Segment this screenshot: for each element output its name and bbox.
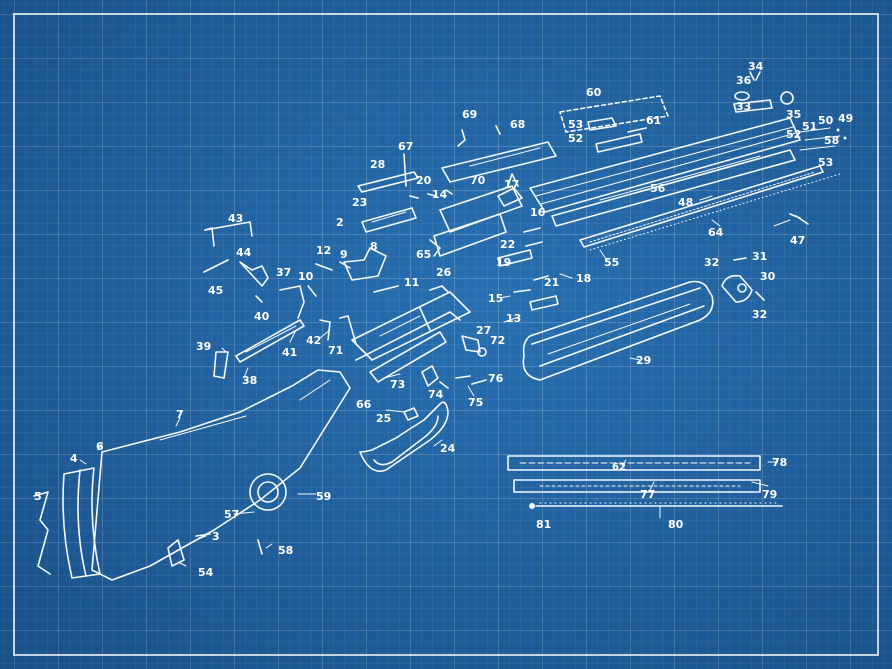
callout-68: 68 xyxy=(510,118,525,131)
callout-53-top: 53 xyxy=(568,118,583,131)
callout-32-lower: 32 xyxy=(752,308,767,321)
buttstock xyxy=(33,369,351,581)
callout-43: 43 xyxy=(228,212,243,225)
callout-2: 2 xyxy=(336,216,344,229)
callout-58: 58 xyxy=(824,134,839,147)
callout-5: 5 xyxy=(34,490,42,503)
callout-75: 75 xyxy=(468,396,483,409)
callout-44: 44 xyxy=(236,246,252,259)
callout-76: 76 xyxy=(488,372,504,385)
lever-and-trigger-guard xyxy=(359,365,487,472)
callout-55: 55 xyxy=(604,256,619,269)
callout-20: 20 xyxy=(416,174,432,187)
scale-strip xyxy=(507,455,783,509)
callout-41: 41 xyxy=(282,346,297,359)
callout-30: 30 xyxy=(760,270,776,283)
callout-9: 9 xyxy=(340,248,348,261)
top-cover-parts xyxy=(441,95,669,183)
callout-36: 36 xyxy=(736,74,752,87)
callout-37: 37 xyxy=(276,266,291,279)
callout-57: 57 xyxy=(224,508,239,521)
callout-56: 56 xyxy=(650,182,666,195)
callout-12: 12 xyxy=(316,244,331,257)
callout-50: 50 xyxy=(818,114,834,127)
callout-79: 79 xyxy=(762,488,777,501)
callout-33: 33 xyxy=(736,100,751,113)
callout-47: 47 xyxy=(790,234,805,247)
callout-58-stock: 58 xyxy=(278,544,293,557)
callout-67: 67 xyxy=(398,140,413,153)
forend xyxy=(522,280,714,381)
callout-51: 51 xyxy=(802,120,817,133)
callout-49: 49 xyxy=(838,112,853,125)
callout-54: 54 xyxy=(198,566,214,579)
callout-70: 70 xyxy=(470,174,486,187)
callout-66: 66 xyxy=(356,398,372,411)
callout-6: 6 xyxy=(96,440,104,453)
callout-10: 10 xyxy=(298,270,314,283)
callout-26: 26 xyxy=(436,266,452,279)
callout-16: 16 xyxy=(530,206,546,219)
barrel-band-parts xyxy=(733,71,847,151)
callout-27: 27 xyxy=(476,324,491,337)
forend-cap-parts xyxy=(721,213,809,303)
callout-45: 45 xyxy=(208,284,223,297)
hammer-and-springs xyxy=(203,221,559,319)
callout-31: 31 xyxy=(752,250,767,263)
callout-22: 22 xyxy=(500,238,515,251)
callout-77: 77 xyxy=(640,488,655,501)
leader-lines xyxy=(79,195,791,567)
callout-38: 38 xyxy=(242,374,257,387)
callout-52-top: 52 xyxy=(568,132,583,145)
callout-39: 39 xyxy=(196,340,211,353)
callout-53-right: 53 xyxy=(818,156,833,169)
drawing-border xyxy=(13,13,879,656)
callout-3: 3 xyxy=(212,530,220,543)
callout-64-upper: 64 xyxy=(708,226,724,239)
callout-13: 13 xyxy=(506,312,521,325)
callout-48: 48 xyxy=(678,196,693,209)
callout-62: 62 xyxy=(612,462,626,473)
callout-labels: 69 68 60 53 52 61 36 34 33 35 51 50 49 5… xyxy=(34,60,853,579)
callout-35: 35 xyxy=(786,108,801,121)
callout-42: 42 xyxy=(306,334,321,347)
callout-65: 65 xyxy=(416,248,431,261)
callout-11: 11 xyxy=(404,276,419,289)
barrel-assembly xyxy=(529,117,841,251)
callout-4: 4 xyxy=(70,452,78,465)
callout-7: 7 xyxy=(176,408,184,421)
callout-29: 29 xyxy=(636,354,651,367)
callout-72: 72 xyxy=(490,334,505,347)
callout-32-upper: 32 xyxy=(704,256,719,269)
callout-60: 60 xyxy=(586,86,602,99)
callout-52-right: 52 xyxy=(786,128,801,141)
callout-73: 73 xyxy=(390,378,405,391)
callout-21: 21 xyxy=(544,276,559,289)
callout-25: 25 xyxy=(376,412,391,425)
callout-17: 17 xyxy=(504,178,519,191)
trigger-parts xyxy=(213,315,357,379)
receiver-body xyxy=(351,291,487,383)
callout-15: 15 xyxy=(488,292,503,305)
callout-40: 40 xyxy=(254,310,270,323)
callout-24: 24 xyxy=(440,442,456,455)
callout-34: 34 xyxy=(748,60,764,73)
callout-74: 74 xyxy=(428,388,444,401)
callout-80: 80 xyxy=(668,518,684,531)
callout-81: 81 xyxy=(536,518,551,531)
callout-28: 28 xyxy=(370,158,385,171)
callout-14: 14 xyxy=(432,188,448,201)
callout-78: 78 xyxy=(772,456,787,469)
callout-59-stock: 59 xyxy=(316,490,331,503)
callout-23: 23 xyxy=(352,196,367,209)
callout-71: 71 xyxy=(328,344,343,357)
receiver-upper-parts xyxy=(357,153,543,267)
callout-69: 69 xyxy=(462,108,477,121)
callout-61: 61 xyxy=(646,114,661,127)
callout-19: 19 xyxy=(496,256,511,269)
callout-8: 8 xyxy=(370,240,378,253)
callout-18: 18 xyxy=(576,272,591,285)
